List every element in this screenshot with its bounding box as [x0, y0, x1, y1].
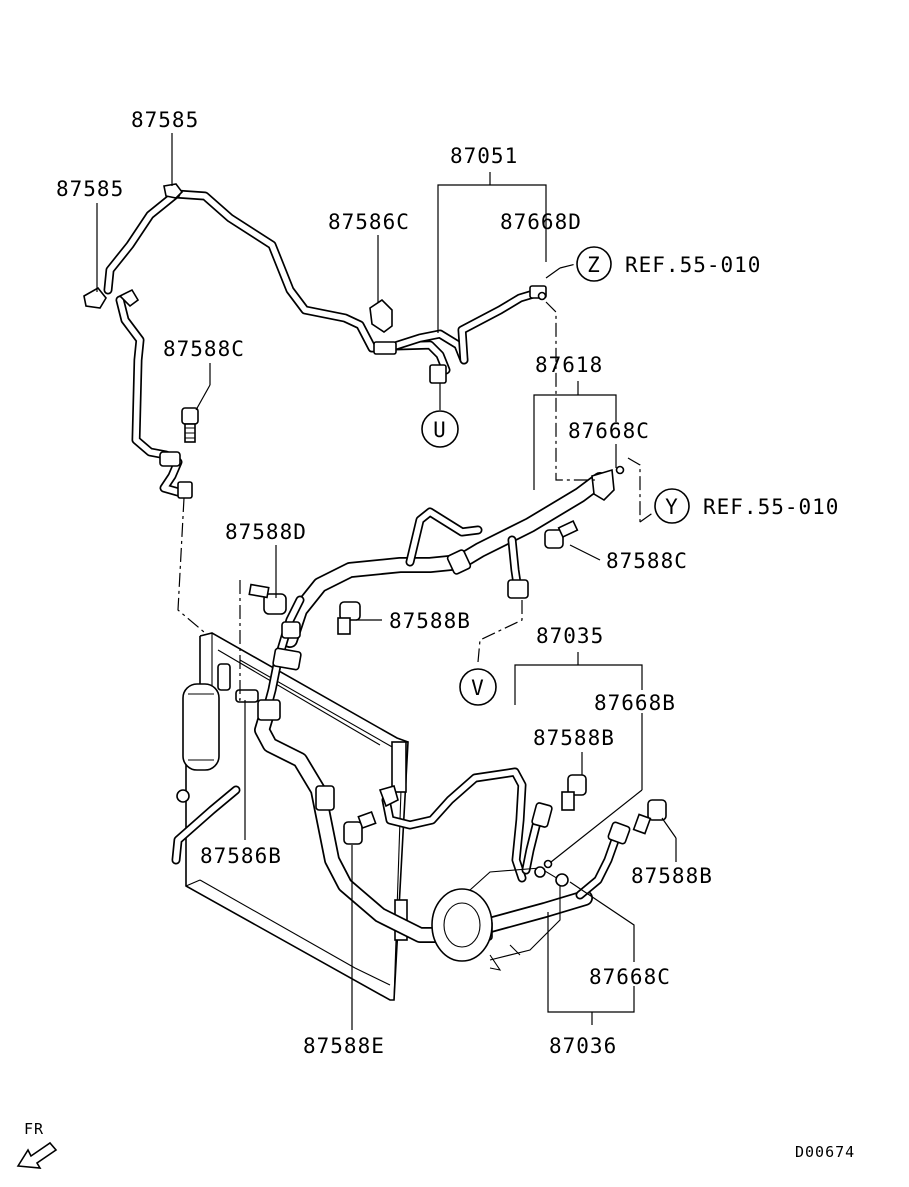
- bolt-87588B-mid: [337, 601, 361, 635]
- ref-circle-y: Y: [654, 488, 690, 524]
- label-87618: 87618: [535, 353, 603, 377]
- pipe-assembly-87618: [263, 468, 615, 710]
- ref-z-letter: Z: [587, 253, 601, 277]
- part-labels: 87585 87585 87051 87586C 87668D 87588C 8…: [56, 108, 713, 1058]
- label-87051: 87051: [450, 144, 518, 168]
- bolt-87588C-upper: [181, 407, 199, 443]
- o-ring-87668C-upper: [615, 465, 625, 475]
- fr-label: FR: [24, 1120, 44, 1138]
- clamp-87586C: [369, 298, 393, 333]
- label-87668C-upper: 87668C: [568, 419, 650, 443]
- label-87586C: 87586C: [328, 210, 410, 234]
- ref-y-letter: Y: [665, 495, 679, 519]
- label-87588C-mid: 87588C: [606, 549, 688, 573]
- label-87588B-mid: 87588B: [389, 609, 471, 633]
- label-87586B: 87586B: [200, 844, 282, 868]
- leader-lines: [96, 133, 677, 1030]
- ref-u-letter: U: [433, 418, 447, 442]
- ref-circle-v: V: [459, 668, 497, 706]
- connection-lines: [177, 263, 655, 701]
- label-87585-top: 87585: [131, 108, 199, 132]
- compressor: [431, 866, 569, 971]
- bolt-87588B-right: [632, 799, 667, 835]
- label-87588E: 87588E: [303, 1034, 385, 1058]
- label-87588D: 87588D: [225, 520, 307, 544]
- ref-z-text: REF.55-010: [625, 253, 761, 277]
- label-87588B-lower: 87588B: [533, 726, 615, 750]
- ref-circle-z: Z: [576, 246, 612, 282]
- ref-y-text: REF.55-010: [703, 495, 839, 519]
- ref-v-letter: V: [471, 676, 485, 700]
- label-87668C-lower: 87668C: [589, 965, 671, 989]
- direction-arrow-icon: [16, 1141, 58, 1169]
- o-ring-87668B: [543, 859, 553, 869]
- bolt-87588C-mid: [544, 520, 579, 549]
- bolt-87588B-lower: [561, 774, 587, 811]
- label-87035: 87035: [536, 624, 604, 648]
- front-direction-indicator: FR: [16, 1120, 58, 1169]
- label-87588C-upper: 87588C: [163, 337, 245, 361]
- clamp-87585-left: [83, 286, 140, 309]
- pipe-assembly-87051: [103, 189, 547, 499]
- ref-circle-u: U: [421, 410, 459, 448]
- label-87588B-right: 87588B: [631, 864, 713, 888]
- clamp-87585-top: [163, 183, 184, 199]
- label-87668D: 87668D: [500, 210, 582, 234]
- o-ring-87668D: [537, 291, 547, 301]
- bolt-87588E: [343, 810, 377, 845]
- label-87668B: 87668B: [594, 691, 676, 715]
- drawing-code: D00674: [795, 1143, 855, 1161]
- bolt-87588D: [248, 583, 287, 615]
- label-87585-left: 87585: [56, 177, 124, 201]
- label-87036: 87036: [549, 1034, 617, 1058]
